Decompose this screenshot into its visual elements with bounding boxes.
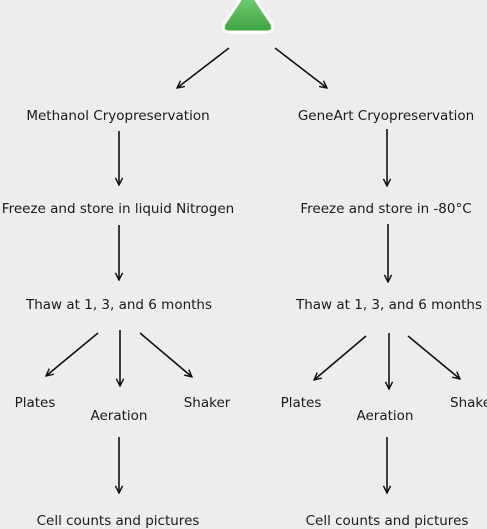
right-aeration-label: Aeration	[357, 408, 414, 424]
left-aeration-label: Aeration	[91, 408, 148, 424]
right-plates-label: Plates	[281, 395, 322, 411]
arrow-left-thaw-to-plates	[46, 332, 99, 376]
right-shaker-label: Shaker	[450, 395, 487, 411]
left-thaw-label: Thaw at 1, 3, and 6 months	[25, 297, 212, 313]
right-freeze-label: Freeze and store in -80°C	[300, 201, 471, 217]
arrow-start-to-right	[274, 47, 327, 88]
right-method-label: GeneArt Cryopreservation	[298, 108, 474, 124]
arrow-left-thaw-to-shaker	[139, 332, 192, 377]
right-result-label: Cell counts and pictures	[306, 513, 469, 529]
start-node	[221, 0, 275, 34]
arrow-right-thaw-to-shaker	[407, 335, 460, 379]
right-thaw-label: Thaw at 1, 3, and 6 months	[295, 297, 482, 313]
arrow-start-to-left	[177, 47, 230, 88]
left-plates-label: Plates	[15, 395, 56, 411]
arrow-right-thaw-to-plates	[314, 335, 367, 380]
left-freeze-label: Freeze and store in liquid Nitrogen	[2, 201, 234, 217]
left-shaker-label: Shaker	[184, 395, 231, 411]
left-method-label: Methanol Cryopreservation	[26, 108, 209, 124]
left-result-label: Cell counts and pictures	[37, 513, 200, 529]
